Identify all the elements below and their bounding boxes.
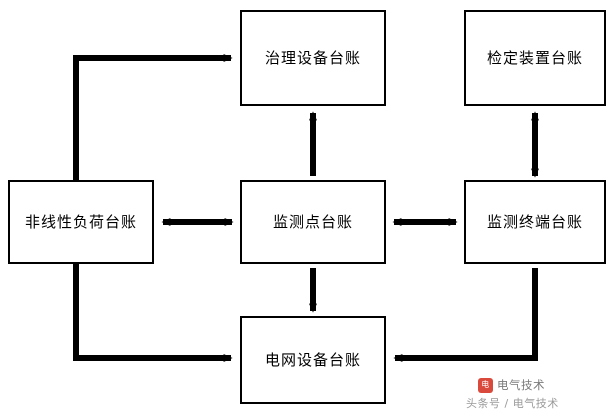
node-nonlinear-label: 非线性负荷台账: [24, 213, 137, 231]
watermark-handle-text: 头条号 / 电气技术: [466, 397, 559, 410]
node-terminal[interactable]: 监测终端台账: [464, 180, 606, 264]
connector-nonlinear-to-grid: [73, 259, 233, 362]
watermark-handle: 头条号 / 电气技术: [466, 395, 559, 411]
node-governance-label: 治理设备台账: [264, 49, 361, 67]
connector-terminal-to-grid: [393, 268, 538, 362]
node-monitorpoint[interactable]: 监测点台账: [240, 180, 386, 264]
node-monitorpoint-label: 监测点台账: [272, 213, 353, 231]
node-nonlinear[interactable]: 非线性负荷台账: [8, 180, 154, 264]
node-grid-label: 电网设备台账: [264, 351, 361, 369]
node-verification-label: 检定装置台账: [486, 49, 583, 67]
connector-nonlinear-to-governance: [73, 54, 233, 185]
node-terminal-label: 监测终端台账: [486, 213, 583, 231]
node-verification[interactable]: 检定装置台账: [464, 10, 606, 106]
watermark-account-name: 电气技术: [497, 378, 545, 392]
watermark-account: 电 电气技术: [478, 377, 545, 393]
node-governance[interactable]: 治理设备台账: [240, 10, 386, 106]
watermark-logo-icon: 电: [478, 377, 493, 393]
node-grid[interactable]: 电网设备台账: [240, 316, 386, 404]
